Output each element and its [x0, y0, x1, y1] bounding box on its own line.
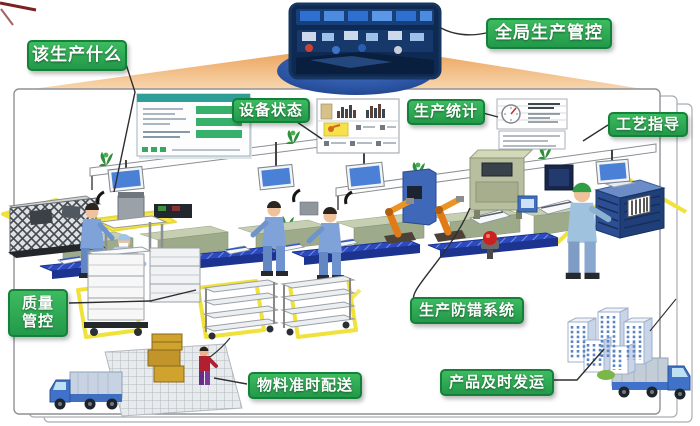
hmi-screen [521, 199, 534, 208]
process-doc-screen [496, 98, 568, 150]
statistics-screen [316, 98, 400, 154]
worker [306, 207, 344, 280]
label-what-to-produce: 该生产什么 [27, 40, 127, 71]
connector-lines [68, 27, 677, 385]
label-material-delivery: 物料准时配送 [248, 372, 362, 399]
label-production-stats: 生产统计 [407, 99, 485, 125]
barcode-cabinet [594, 179, 666, 239]
control-room-photo [288, 2, 442, 80]
buildings [567, 307, 653, 380]
operators-and-desks [296, 30, 434, 74]
mini-bar-chart [337, 104, 385, 118]
inspection-table [98, 192, 168, 258]
corner-mark [0, 1, 37, 26]
machines [402, 149, 574, 259]
bin-stacks [84, 246, 201, 336]
gold-boxes [147, 333, 185, 383]
kitting-carts [203, 275, 356, 340]
hanging-monitors [96, 142, 631, 205]
label-error-proofing: 生产防错系统 [410, 297, 524, 324]
truck-left [49, 371, 123, 410]
label-process-guidance: 工艺指导 [608, 112, 688, 137]
label-product-shipping: 产品及时发运 [440, 369, 554, 396]
andon-button [481, 231, 499, 259]
test-machine [468, 149, 534, 219]
worker [250, 201, 288, 276]
robot-arms [384, 196, 466, 244]
blue-panel-machine [402, 168, 437, 226]
wall-screens [300, 11, 432, 21]
label-quality-control: 质量管控 [8, 289, 68, 337]
worker-green-cap [565, 182, 612, 279]
delivery-person [199, 346, 218, 385]
material-pallet [8, 195, 106, 258]
label-global-control: 全局生产管控 [486, 18, 612, 49]
wall-monitor-dark [544, 164, 574, 191]
label-equipment-status: 设备状态 [232, 98, 310, 123]
